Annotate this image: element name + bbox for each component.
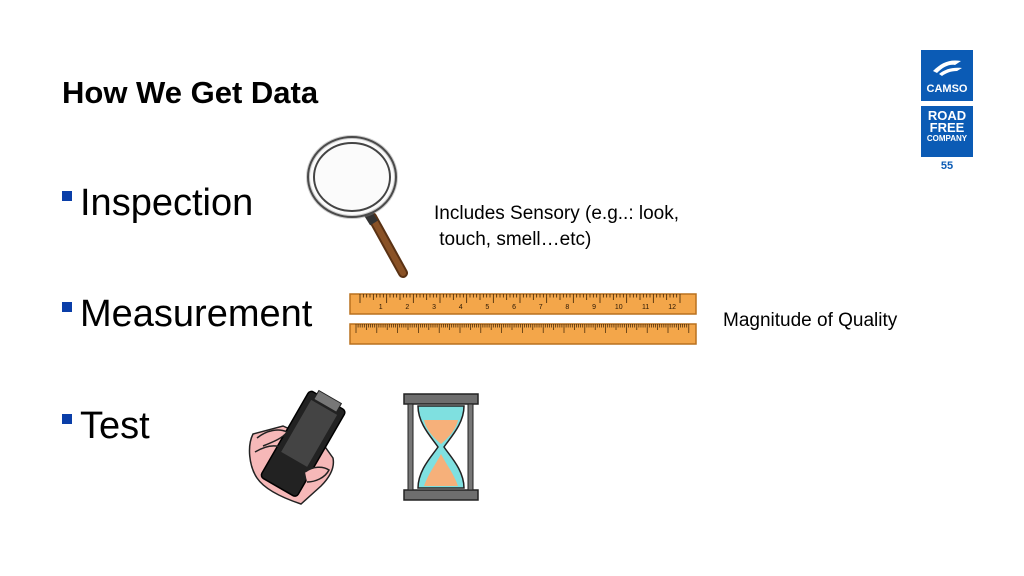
inspection-note-line1: Includes Sensory (e.g..: look, xyxy=(434,203,680,224)
hand-tester-icon xyxy=(248,389,346,505)
ruler-number: 8 xyxy=(565,304,569,311)
ruler-number: 11 xyxy=(642,304,649,311)
bullet-measurement: Measurement xyxy=(62,292,312,336)
logo-slogan-line3: COMPANY xyxy=(926,134,968,143)
ruler-number: 9 xyxy=(592,304,596,311)
bullet-square-icon xyxy=(62,302,72,312)
magnifying-glass-icon xyxy=(306,135,408,278)
camso-mark-icon xyxy=(933,60,962,76)
camso-logo: CAMSO xyxy=(921,50,973,101)
bullet-label: Inspection xyxy=(80,182,254,224)
ruler-number: 12 xyxy=(668,304,676,311)
inspection-note: Includes Sensory (e.g..: look, touch, sm… xyxy=(434,201,679,253)
ruler-number: 7 xyxy=(539,304,543,311)
road-free-company-logo: ROAD FREE COMPANY xyxy=(921,106,973,157)
bullet-inspection: Inspection xyxy=(62,181,253,225)
ruler-number: 5 xyxy=(485,304,489,311)
ruler-number: 6 xyxy=(512,304,516,311)
ruler-number: 10 xyxy=(615,304,623,311)
bullet-label: Measurement xyxy=(80,293,313,335)
ruler-number: 4 xyxy=(459,304,463,311)
page-number: 55 xyxy=(940,160,954,172)
bullet-test: Test xyxy=(62,404,150,448)
ruler-number: 1 xyxy=(379,304,383,311)
slide-title: How We Get Data xyxy=(62,75,319,110)
bullet-label: Test xyxy=(80,405,150,447)
ruler-number: 3 xyxy=(432,304,436,311)
bullet-square-icon xyxy=(62,414,72,424)
logo-slogan-line2: FREE xyxy=(929,120,965,135)
logo-brand: CAMSO xyxy=(926,83,968,95)
hourglass-icon xyxy=(403,393,479,501)
ruler-number: 2 xyxy=(405,304,409,311)
logo-slogan-line1: ROAD xyxy=(927,108,967,123)
bullet-square-icon xyxy=(62,191,72,201)
measurement-note: Magnitude of Quality xyxy=(723,310,898,331)
inspection-note-line2: touch, smell…etc) xyxy=(434,229,592,250)
